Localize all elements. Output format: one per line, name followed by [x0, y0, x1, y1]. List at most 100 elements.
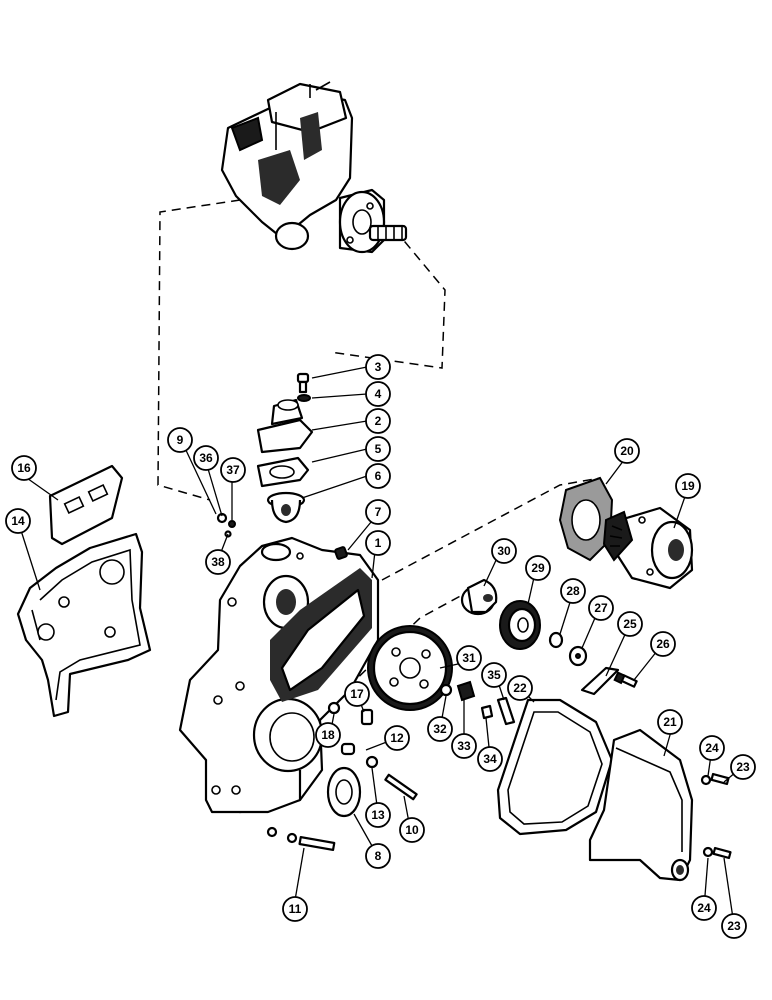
bushing-33: [456, 680, 476, 702]
callout-31: 31: [456, 645, 482, 671]
svg-text:36: 36: [199, 451, 213, 465]
callout-11: 11: [282, 896, 308, 922]
svg-text:37: 37: [226, 463, 240, 477]
svg-text:23: 23: [736, 760, 750, 774]
callout-4: 4: [365, 381, 391, 407]
callout-9: 9: [167, 427, 193, 453]
pin-34: [480, 704, 494, 720]
svg-text:16: 16: [17, 461, 31, 475]
callout-1: 1: [365, 530, 391, 556]
housing-lock-washer: [297, 394, 311, 402]
hub-30: [460, 578, 498, 616]
plug-7: [334, 546, 348, 560]
svg-text:34: 34: [483, 752, 497, 766]
svg-text:1: 1: [375, 536, 382, 550]
washer-32: [439, 683, 453, 697]
bolts-11: [266, 826, 336, 851]
callout-3: 3: [365, 354, 391, 380]
svg-text:23: 23: [727, 919, 741, 933]
cover-plate-gasket: [496, 698, 614, 836]
svg-text:11: 11: [289, 902, 302, 916]
callout-19: 19: [675, 473, 701, 499]
shaft-35: [496, 696, 516, 726]
callout-29: 29: [525, 555, 551, 581]
callout-8: 8: [365, 843, 391, 869]
svg-text:25: 25: [623, 617, 637, 631]
svg-text:20: 20: [620, 444, 634, 458]
washer-13: [365, 755, 379, 769]
water-pump-dashed-line: [381, 477, 601, 581]
housing-cap-screw: [296, 372, 310, 394]
svg-text:26: 26: [656, 637, 670, 651]
pump-flange-gasket: [48, 464, 124, 546]
svg-text:38: 38: [211, 555, 225, 569]
svg-text:30: 30: [497, 544, 511, 558]
fuel-injection-pump: [220, 81, 408, 254]
callout-12: 12: [384, 725, 410, 751]
callout-37: 37: [220, 457, 246, 483]
svg-text:24: 24: [705, 741, 719, 755]
callout-6: 6: [365, 463, 391, 489]
oil-seal-8: [326, 766, 362, 818]
callout-35: 35: [481, 662, 507, 688]
svg-text:7: 7: [375, 505, 382, 519]
callout-23-lower: 23: [721, 913, 747, 939]
bolt-10: [384, 773, 418, 801]
callout-33: 33: [451, 733, 477, 759]
svg-text:2: 2: [375, 414, 382, 428]
svg-text:31: 31: [462, 651, 476, 665]
svg-text:14: 14: [11, 514, 25, 528]
callout-2: 2: [365, 408, 391, 434]
svg-text:10: 10: [405, 823, 419, 837]
callout-23-upper: 23: [730, 754, 756, 780]
thermostat-housing: [256, 398, 314, 454]
small-parts-36-37-38: [216, 512, 236, 538]
timing-cover-gasket: [16, 532, 152, 718]
callout-5: 5: [365, 436, 391, 462]
thermostat: [266, 491, 306, 524]
callout-16: 16: [11, 455, 37, 481]
nut-18: [327, 701, 341, 715]
svg-text:17: 17: [350, 687, 364, 701]
callout-21: 21: [657, 709, 683, 735]
svg-text:28: 28: [566, 584, 580, 598]
bolt-26: [613, 671, 638, 688]
cover-bolts-23-24: [700, 772, 732, 860]
svg-text:27: 27: [594, 601, 608, 615]
svg-text:18: 18: [321, 728, 335, 742]
svg-text:5: 5: [375, 442, 382, 456]
svg-text:4: 4: [375, 387, 382, 401]
idler-gear-29: [499, 600, 541, 650]
callout-26: 26: [650, 631, 676, 657]
stud-17: [360, 708, 374, 726]
callout-24-lower: 24: [691, 895, 717, 921]
svg-text:3: 3: [375, 360, 382, 374]
thrust-washer-28: [548, 631, 564, 649]
callout-14: 14: [5, 508, 31, 534]
svg-text:35: 35: [487, 668, 501, 682]
plate-27: [568, 645, 588, 667]
callout-17: 17: [344, 681, 370, 707]
callout-32: 32: [427, 716, 453, 742]
camshaft-gear-31: [367, 625, 453, 711]
callout-24-upper: 24: [699, 735, 725, 761]
svg-text:13: 13: [371, 808, 385, 822]
callout-34: 34: [477, 746, 503, 772]
svg-text:19: 19: [681, 479, 695, 493]
callout-13: 13: [365, 802, 391, 828]
lock-plate-25: [580, 666, 620, 696]
callout-25: 25: [617, 611, 643, 637]
callout-18: 18: [315, 722, 341, 748]
water-pump-gasket: [558, 476, 614, 562]
svg-text:32: 32: [433, 722, 447, 736]
callout-22: 22: [507, 675, 533, 701]
svg-text:8: 8: [375, 849, 382, 863]
svg-text:6: 6: [375, 469, 382, 483]
water-pump: [602, 506, 694, 590]
svg-text:22: 22: [513, 681, 527, 695]
timing-gear-cover: [178, 536, 380, 814]
svg-text:9: 9: [177, 433, 184, 447]
svg-text:12: 12: [390, 731, 404, 745]
svg-text:24: 24: [697, 901, 711, 915]
spacer-12: [340, 742, 356, 756]
